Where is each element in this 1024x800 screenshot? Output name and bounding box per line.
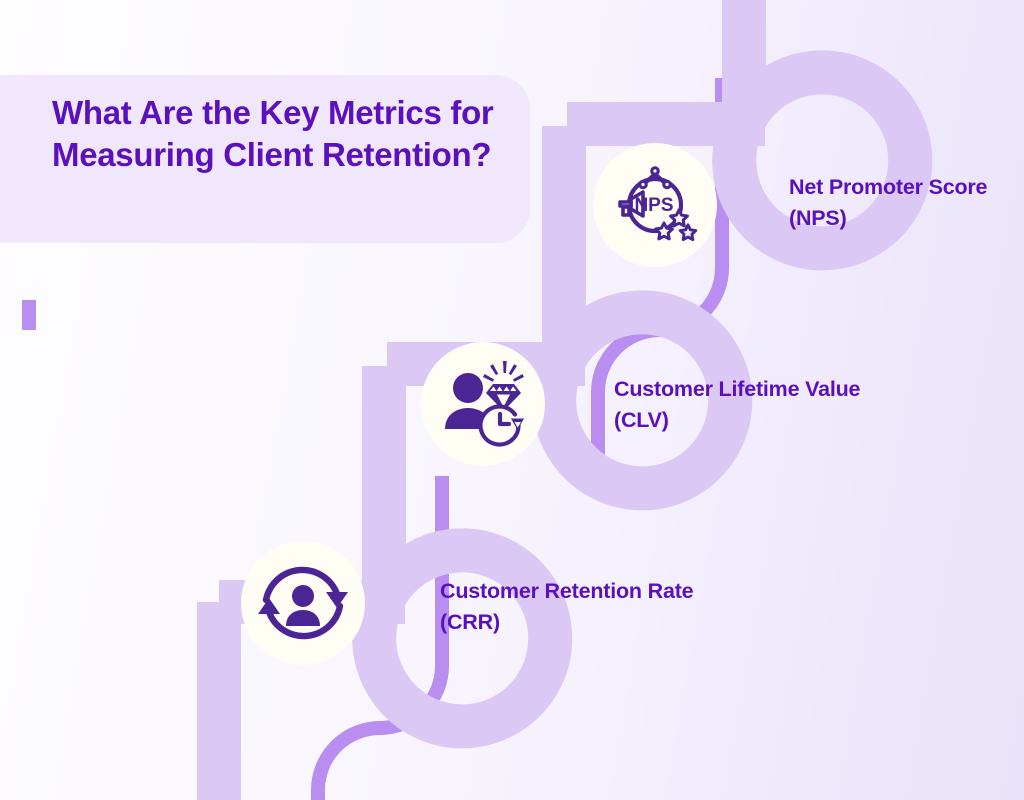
customer-retention-cycle-icon [256,556,350,650]
step-label-crr: Customer Retention Rate (CRR) [440,579,694,634]
page-title: What Are the Key Metrics for Measuring C… [52,94,494,173]
ribbon-light-body [197,0,933,800]
clv-disc [421,342,545,466]
nps-inner-label: NPS [634,195,673,216]
step-label-nps: Net Promoter Score (NPS) [789,175,988,230]
nps-disc [593,143,717,267]
customer-diamond-clock-icon [436,355,532,451]
step-label-clv: Customer Lifetime Value (CLV) [614,377,861,432]
title-card [0,75,530,243]
nps-megaphone-stars-icon: NPS [607,157,703,253]
